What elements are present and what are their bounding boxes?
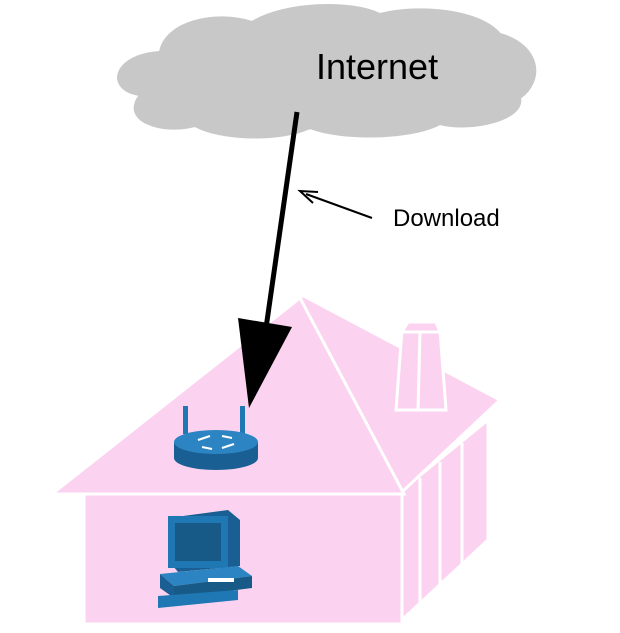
- download-label: Download: [393, 205, 500, 233]
- label-pointer-arrow: [300, 191, 372, 218]
- desktop-computer-icon: [158, 510, 252, 608]
- internet-label: Internet: [316, 46, 438, 88]
- house-front-wall: [84, 494, 402, 624]
